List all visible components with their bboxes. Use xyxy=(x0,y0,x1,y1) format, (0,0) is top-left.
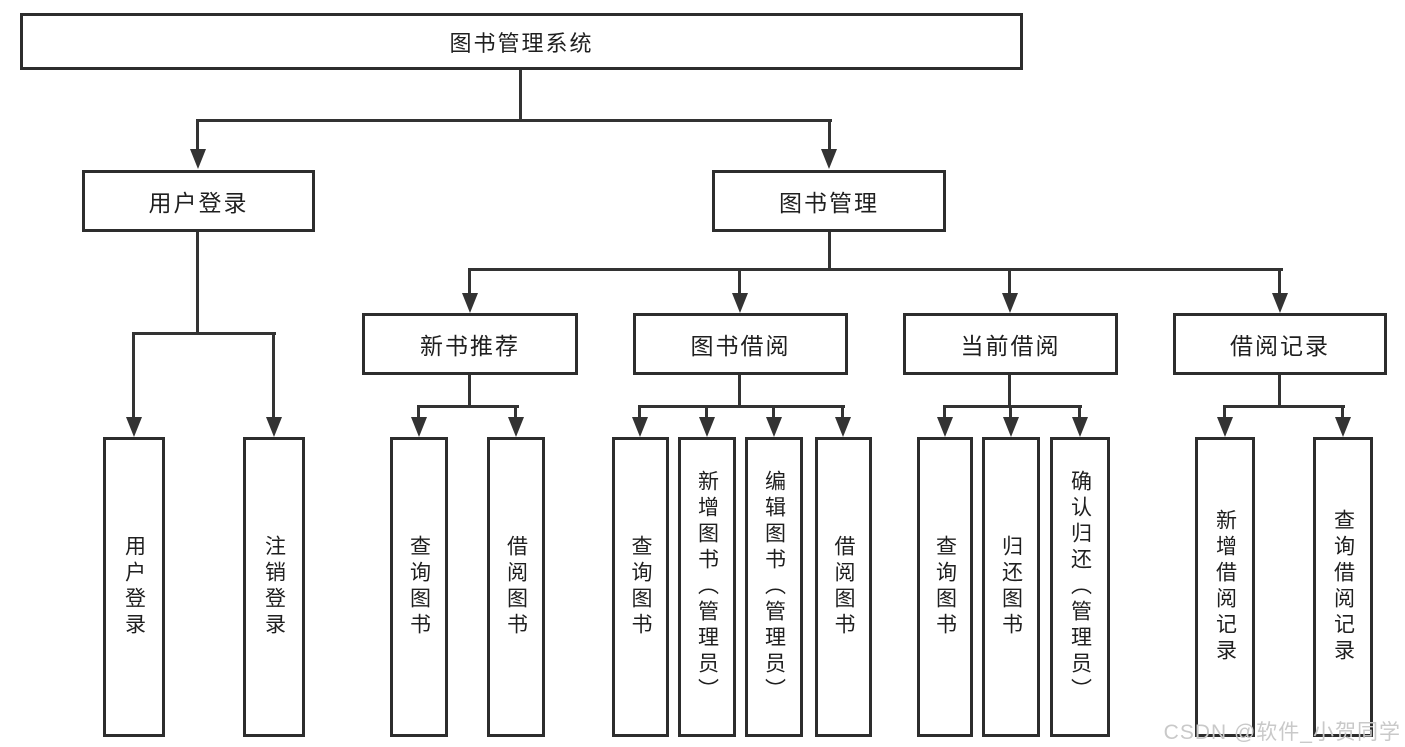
connector-line xyxy=(417,405,519,408)
arrowhead-icon xyxy=(1335,417,1351,437)
connector-line xyxy=(705,405,708,419)
arrowhead-icon xyxy=(835,417,851,437)
arrowhead-icon xyxy=(732,293,748,313)
arrowhead-icon xyxy=(1272,293,1288,313)
node-book-management: 图书管理 xyxy=(712,170,946,232)
arrowhead-icon xyxy=(190,149,206,169)
connector-line xyxy=(738,375,741,408)
connector-line xyxy=(638,405,845,408)
connector-line xyxy=(1223,405,1345,408)
node-label: 新增借阅记录 xyxy=(1213,509,1237,665)
leaf-add-books-admin: 新增图书（管理员） xyxy=(678,437,736,737)
node-new-book-recommend: 新书推荐 xyxy=(362,313,578,375)
node-current-borrow: 当前借阅 xyxy=(903,313,1118,375)
node-label: 归还图书 xyxy=(999,535,1023,639)
connector-line xyxy=(468,268,1283,271)
node-book-borrow: 图书借阅 xyxy=(633,313,848,375)
arrowhead-icon xyxy=(1072,417,1088,437)
connector-line xyxy=(272,332,275,419)
leaf-query-books-recommend: 查询图书 xyxy=(390,437,448,737)
arrowhead-icon xyxy=(632,417,648,437)
leaf-borrow-books-recommend: 借阅图书 xyxy=(487,437,545,737)
leaf-edit-books-admin: 编辑图书（管理员） xyxy=(745,437,803,737)
node-label: 新书推荐 xyxy=(420,333,520,359)
node-label: 当前借阅 xyxy=(960,333,1061,359)
node-label: 借阅图书 xyxy=(504,535,528,639)
node-label: 新增图书（管理员） xyxy=(695,470,719,704)
leaf-query-borrow-record: 查询借阅记录 xyxy=(1313,437,1373,737)
csdn-watermark: CSDN @软件_小贺同学 xyxy=(1163,721,1401,744)
connector-line xyxy=(1223,405,1226,419)
connector-line xyxy=(514,405,517,419)
connector-line xyxy=(468,375,471,408)
arrowhead-icon xyxy=(266,417,282,437)
connector-line xyxy=(196,232,199,335)
node-label: 确认归还（管理员） xyxy=(1068,470,1092,704)
leaf-logout: 注销登录 xyxy=(243,437,305,737)
node-label: 用户登录 xyxy=(122,535,146,639)
connector-line xyxy=(638,405,641,419)
node-label: 查询图书 xyxy=(629,535,652,639)
node-label: 图书借阅 xyxy=(690,333,791,359)
arrowhead-icon xyxy=(508,417,524,437)
connector-line xyxy=(196,119,199,151)
connector-line xyxy=(196,119,832,122)
node-label: 编辑图书（管理员） xyxy=(762,470,786,704)
arrowhead-icon xyxy=(821,149,837,169)
arrowhead-icon xyxy=(766,417,782,437)
connector-line xyxy=(1009,405,1012,419)
node-label: 图书管理 xyxy=(779,190,879,216)
arrowhead-icon xyxy=(1002,293,1018,313)
connector-line xyxy=(1008,375,1011,408)
arrowhead-icon xyxy=(1217,417,1233,437)
node-label: 借阅记录 xyxy=(1230,333,1330,359)
leaf-user-login: 用户登录 xyxy=(103,437,165,737)
connector-line xyxy=(828,232,831,271)
connector-line xyxy=(772,405,775,419)
node-label: 查询图书 xyxy=(933,535,957,639)
connector-line xyxy=(1341,405,1344,419)
connector-line xyxy=(943,405,1082,408)
arrowhead-icon xyxy=(937,417,953,437)
node-label: 图书管理系统 xyxy=(449,30,594,56)
arrowhead-icon xyxy=(462,293,478,313)
connector-line xyxy=(1078,405,1081,419)
arrowhead-icon xyxy=(1003,417,1019,437)
connector-line xyxy=(519,70,522,120)
leaf-add-borrow-record: 新增借阅记录 xyxy=(1195,437,1255,737)
connector-line xyxy=(738,268,741,295)
leaf-confirm-return-admin: 确认归还（管理员） xyxy=(1050,437,1110,737)
connector-line xyxy=(1008,268,1011,295)
connector-line xyxy=(417,405,420,419)
arrowhead-icon xyxy=(411,417,427,437)
node-label: 查询图书 xyxy=(407,535,431,639)
node-label: 注销登录 xyxy=(262,535,286,639)
leaf-return-books: 归还图书 xyxy=(982,437,1040,737)
connector-line xyxy=(1278,375,1281,408)
leaf-query-books-current: 查询图书 xyxy=(917,437,973,737)
leaf-query-books-borrow: 查询图书 xyxy=(612,437,669,737)
node-label: 查询借阅记录 xyxy=(1331,509,1355,665)
node-label: 借阅图书 xyxy=(832,535,855,639)
connector-line xyxy=(468,268,471,295)
node-root-system: 图书管理系统 xyxy=(20,13,1023,70)
connector-line xyxy=(1278,268,1281,295)
arrowhead-icon xyxy=(699,417,715,437)
node-label: 用户登录 xyxy=(148,190,249,216)
connector-line xyxy=(132,332,135,419)
connector-line xyxy=(841,405,844,419)
connector-line xyxy=(943,405,946,419)
connector-line xyxy=(132,332,276,335)
node-borrow-records: 借阅记录 xyxy=(1173,313,1387,375)
arrowhead-icon xyxy=(126,417,142,437)
node-user-login: 用户登录 xyxy=(82,170,315,232)
connector-line xyxy=(828,119,831,151)
leaf-borrow-books: 借阅图书 xyxy=(815,437,872,737)
